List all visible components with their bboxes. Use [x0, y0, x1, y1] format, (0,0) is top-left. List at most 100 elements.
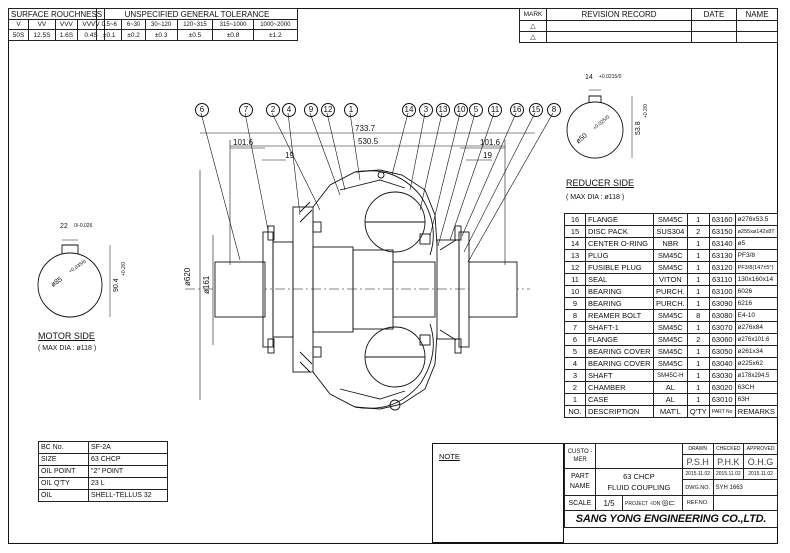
bom-cell: SHAFT-1 [585, 321, 654, 334]
motor-key-depth: 90.4 [113, 278, 120, 292]
bom-cell: 63090 [708, 297, 736, 310]
bom-cell: SM45C [652, 357, 688, 370]
bom-cell: SM45C-H [652, 369, 688, 382]
bom-cell: 63150 [708, 225, 736, 238]
roughness-value: 50S [7, 29, 30, 41]
spec-row: OIL POINT"2" POINT [38, 465, 168, 478]
bom-cell: VITON [652, 273, 688, 286]
bom-cell: BEARING [585, 297, 654, 310]
bom-header-row: NO. DESCRIPTION MAT'L Q'TY PART No REMAR… [564, 405, 779, 418]
bom-cell: ø276x101.6 [734, 333, 779, 346]
spec-row: BC No.SF-2A [38, 441, 168, 454]
bom-cell: 63050 [708, 345, 736, 358]
approved-label: APPROVED [743, 443, 778, 455]
bom-cell: 15 [564, 225, 586, 238]
bom-cell: BEARING COVER [585, 357, 654, 370]
balloon: 7 [239, 103, 253, 117]
balloon: 4 [282, 103, 296, 117]
bom-cell: ø276x53.5 [734, 213, 779, 226]
bom-cell: 3 [564, 369, 586, 382]
approved-date: 2015.11.02 [743, 468, 778, 480]
balloon: 10 [454, 103, 468, 117]
bom-cell: SM45C [652, 345, 688, 358]
bom-cell: REAMER BOLT [585, 309, 654, 322]
ref-no-label: REF.NO. [681, 495, 714, 511]
bom-cell: 63030 [708, 369, 736, 382]
bom-cell: 7 [564, 321, 586, 334]
balloon: 6 [195, 103, 209, 117]
bom-cell: 63H [734, 393, 779, 406]
approved-by: O.H.G [743, 454, 778, 469]
dwg-no-label: DWG.NO. [681, 479, 714, 496]
dimension-shaft-dia: ø161 [202, 275, 211, 294]
tolerance-value: ±1.2 [252, 29, 299, 41]
bom-cell: 63060 [708, 333, 736, 346]
bom-cell: 6 [564, 333, 586, 346]
note-label: NOTE [439, 452, 460, 461]
bom-header: NO. [564, 405, 586, 418]
tolerance-value: ±0.8 [212, 29, 254, 41]
scale-label: SCALE [564, 495, 596, 511]
projection-label: PROJECT -ION [625, 500, 661, 507]
drawn-label: DRAWN [681, 443, 714, 455]
bom-cell: 1 [686, 237, 710, 250]
customer-label: CUSTO -MER [564, 443, 596, 469]
tolerance-value: ±0.2 [121, 29, 146, 41]
bom-cell: 1 [686, 369, 710, 382]
bom-cell: 10 [564, 285, 586, 298]
balloon: 11 [488, 103, 502, 117]
balloon: 13 [436, 103, 450, 117]
bom-cell: FLANGE [585, 333, 654, 346]
part-name-line-1: 63 CHCP [623, 472, 655, 481]
dimension-housing-dia: ø620 [183, 267, 192, 286]
bom-cell: 63130 [708, 249, 736, 262]
bom-cell: 63020 [708, 381, 736, 394]
reducer-key-depth: 53.8 [635, 121, 642, 135]
bom-cell: 63160 [708, 213, 736, 226]
bom-cell: ø276x84 [734, 321, 779, 334]
bom-cell: 63040 [708, 357, 736, 370]
bom-cell: 2 [686, 225, 710, 238]
bom-cell: 1 [686, 273, 710, 286]
bom-cell: 1 [686, 285, 710, 298]
motor-side-max-dia: ( MAX DIA : ø118 ) [38, 345, 97, 352]
bom-cell: 4 [564, 357, 586, 370]
bom-cell: FUSIBLE PLUG [585, 261, 654, 274]
bom-cell: SUS304 [652, 225, 688, 238]
checked-date: 2015.11.02 [712, 468, 745, 480]
drawn-date: 2015.11.02 [681, 468, 714, 480]
bom-cell: 1 [686, 297, 710, 310]
bom-cell: ø178x294.5 [734, 369, 779, 382]
balloon: 8 [547, 103, 561, 117]
bom-cell: ø255xø142x8T [734, 225, 779, 238]
motor-key-depth-tolerance: +0.2/0 [121, 261, 127, 276]
bom-cell: SM45C [652, 261, 688, 274]
bom-cell: DISC PACK [585, 225, 654, 238]
motor-keyway-width: 22 [60, 223, 68, 230]
dimension-right-offset: 19 [483, 151, 492, 160]
spec-label: BC No. [38, 441, 89, 454]
bom-cell: BEARING COVER [585, 345, 654, 358]
bom-header: Q'TY [686, 405, 710, 418]
part-name-label: PART NAME [564, 468, 596, 496]
reducer-side-max-dia: ( MAX DIA : ø118 ) [566, 194, 625, 201]
bom-cell: 63110 [708, 273, 736, 286]
spec-value: SHELL-TELLUS 32 [88, 489, 168, 502]
scale-value: 1/5 [595, 495, 623, 511]
bom-cell: PLUG [585, 249, 654, 262]
bom-cell: 1 [686, 249, 710, 262]
bom-cell: 63070 [708, 321, 736, 334]
bom-cell: SM45C [652, 213, 688, 226]
roughness-value: 1.6S [54, 29, 79, 41]
